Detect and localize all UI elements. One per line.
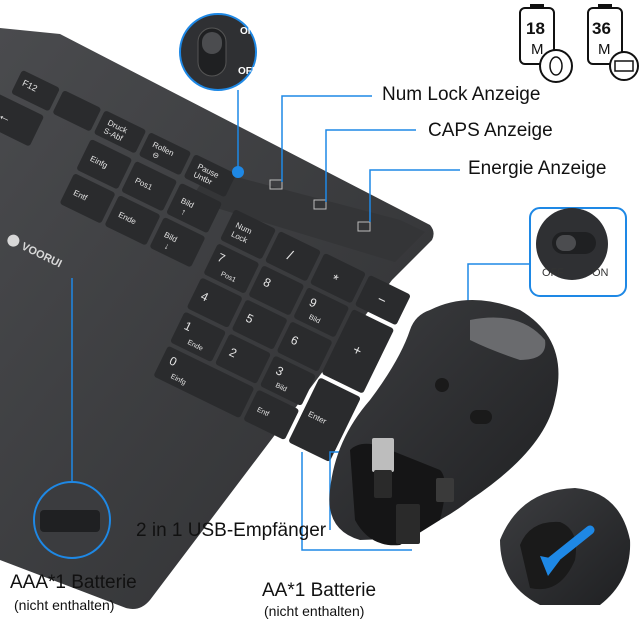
key-2[interactable] xyxy=(215,333,271,384)
callout-line-aa xyxy=(301,452,412,551)
arrow-up-icon: ↑ xyxy=(179,206,187,217)
aa-battery-slot xyxy=(396,504,420,544)
battery-badge-keyboard-unit: M xyxy=(598,41,611,58)
aa-battery-note: (nicht enthalten) xyxy=(264,603,365,619)
num-lock-led-icon xyxy=(269,179,283,190)
key-calc[interactable] xyxy=(52,90,101,132)
key-star[interactable] xyxy=(310,253,366,304)
mouse-icon-circle xyxy=(539,49,573,83)
keyboard: F12 Druck S-Abf Rollen ⊖ Pause Untbr ← E… xyxy=(0,28,434,609)
key-entf[interactable] xyxy=(59,173,115,224)
usb-receiver-body xyxy=(374,470,392,498)
key-bild-up[interactable] xyxy=(166,183,222,234)
key-druck[interactable] xyxy=(94,110,147,154)
keyboard-switch-on-label: ON xyxy=(240,26,255,37)
mouse-switch-on-label: ON xyxy=(592,267,609,279)
energy-label: Energie Anzeige xyxy=(468,158,607,179)
callout-line-energy xyxy=(369,169,460,222)
key-pause[interactable] xyxy=(184,154,237,198)
mouse-slot-cover xyxy=(436,478,454,502)
mouse-switch-knob xyxy=(556,235,576,251)
slide-arrow-shaft xyxy=(545,525,595,567)
battery-badge-mouse-value: 18 xyxy=(526,19,545,38)
key-plus[interactable] xyxy=(321,309,394,394)
brand-logo-icon xyxy=(7,234,20,247)
key-grid: F12 Druck S-Abf Rollen ⊖ Pause Untbr ← E… xyxy=(0,70,411,462)
key-bild-down[interactable] xyxy=(149,217,205,268)
key-5[interactable] xyxy=(232,299,288,350)
mouse-glide-pad xyxy=(470,317,546,360)
key-f12[interactable] xyxy=(11,70,60,112)
keyboard-icon-circle xyxy=(609,51,639,81)
key-comma-sub-label: Entf xyxy=(256,406,270,418)
usb-receiver xyxy=(372,438,394,472)
energy-led-icon xyxy=(357,221,371,232)
key-comma[interactable] xyxy=(243,389,299,440)
battery-badge-mouse: 18 M xyxy=(519,4,573,83)
battery-badge-keyboard-terminal xyxy=(598,4,612,9)
caps-label: CAPS Anzeige xyxy=(428,120,553,141)
key-einfg[interactable] xyxy=(76,139,132,190)
keyboard-switch-off-label: OFF xyxy=(238,66,258,77)
mouse-icon xyxy=(549,56,563,76)
aaa-battery-zoom xyxy=(33,481,111,559)
callout-line-caps xyxy=(325,129,416,202)
key-8[interactable] xyxy=(248,265,304,316)
key-1[interactable] xyxy=(170,311,226,362)
key-3-sub-label: Bild xyxy=(274,382,288,393)
battery-badge-keyboard: 36 M xyxy=(587,4,639,81)
mouse-sensor xyxy=(435,378,449,392)
key-4[interactable] xyxy=(187,277,243,328)
power-switch-indicator xyxy=(232,166,244,178)
usb-receiver-label: 2 in 1 USB-Empfänger xyxy=(136,520,327,541)
battery-badge-mouse-terminal xyxy=(530,4,544,9)
mouse-switch-off-label: OFF xyxy=(542,267,564,279)
battery-badge-keyboard-value: 36 xyxy=(592,19,611,38)
key-enter[interactable] xyxy=(288,377,361,462)
aaa-battery-slot xyxy=(40,510,100,532)
key-slash-label: / xyxy=(285,247,296,263)
mouse-battery-cover xyxy=(500,488,631,605)
keyboard-icon xyxy=(614,60,634,72)
key-9-sub-label: Bild xyxy=(307,314,321,325)
mouse xyxy=(329,300,559,546)
key-6[interactable] xyxy=(276,321,332,372)
key-pos1[interactable] xyxy=(121,161,177,212)
battery-badge-mouse-unit: M xyxy=(531,41,544,58)
mouse-underside-switch xyxy=(470,410,492,424)
key-ende[interactable] xyxy=(104,195,160,246)
key-rollen[interactable] xyxy=(139,132,192,176)
aa-battery-label: AA*1 Batterie xyxy=(262,580,377,601)
key-rollen-symbol: ⊖ xyxy=(151,150,161,161)
key-7[interactable] xyxy=(203,243,259,294)
aaa-battery-note: (nicht enthalten) xyxy=(14,597,115,613)
key-3[interactable] xyxy=(260,355,316,406)
battery-cover-inner xyxy=(520,521,576,590)
arrow-down-icon: ↓ xyxy=(163,241,171,252)
key-num-lock[interactable] xyxy=(220,209,276,260)
callout-line-numlock xyxy=(281,95,372,182)
key-9[interactable] xyxy=(293,287,349,338)
indicator-panel xyxy=(190,170,425,262)
key-minus[interactable] xyxy=(355,275,411,326)
keyboard-switch-knob xyxy=(202,32,222,54)
num-lock-label: Num Lock Anzeige xyxy=(382,84,541,105)
caps-led-icon xyxy=(313,199,327,210)
key-slash[interactable] xyxy=(265,231,321,282)
slide-arrow-icon xyxy=(540,556,560,576)
aaa-battery-label: AAA*1 Batterie xyxy=(10,572,137,593)
key-0[interactable] xyxy=(153,346,254,419)
mouse-switch-zoom: OFF ON xyxy=(529,207,627,297)
keyboard-switch-zoom: ON OFF xyxy=(179,13,258,91)
key-backspace[interactable] xyxy=(0,90,44,147)
